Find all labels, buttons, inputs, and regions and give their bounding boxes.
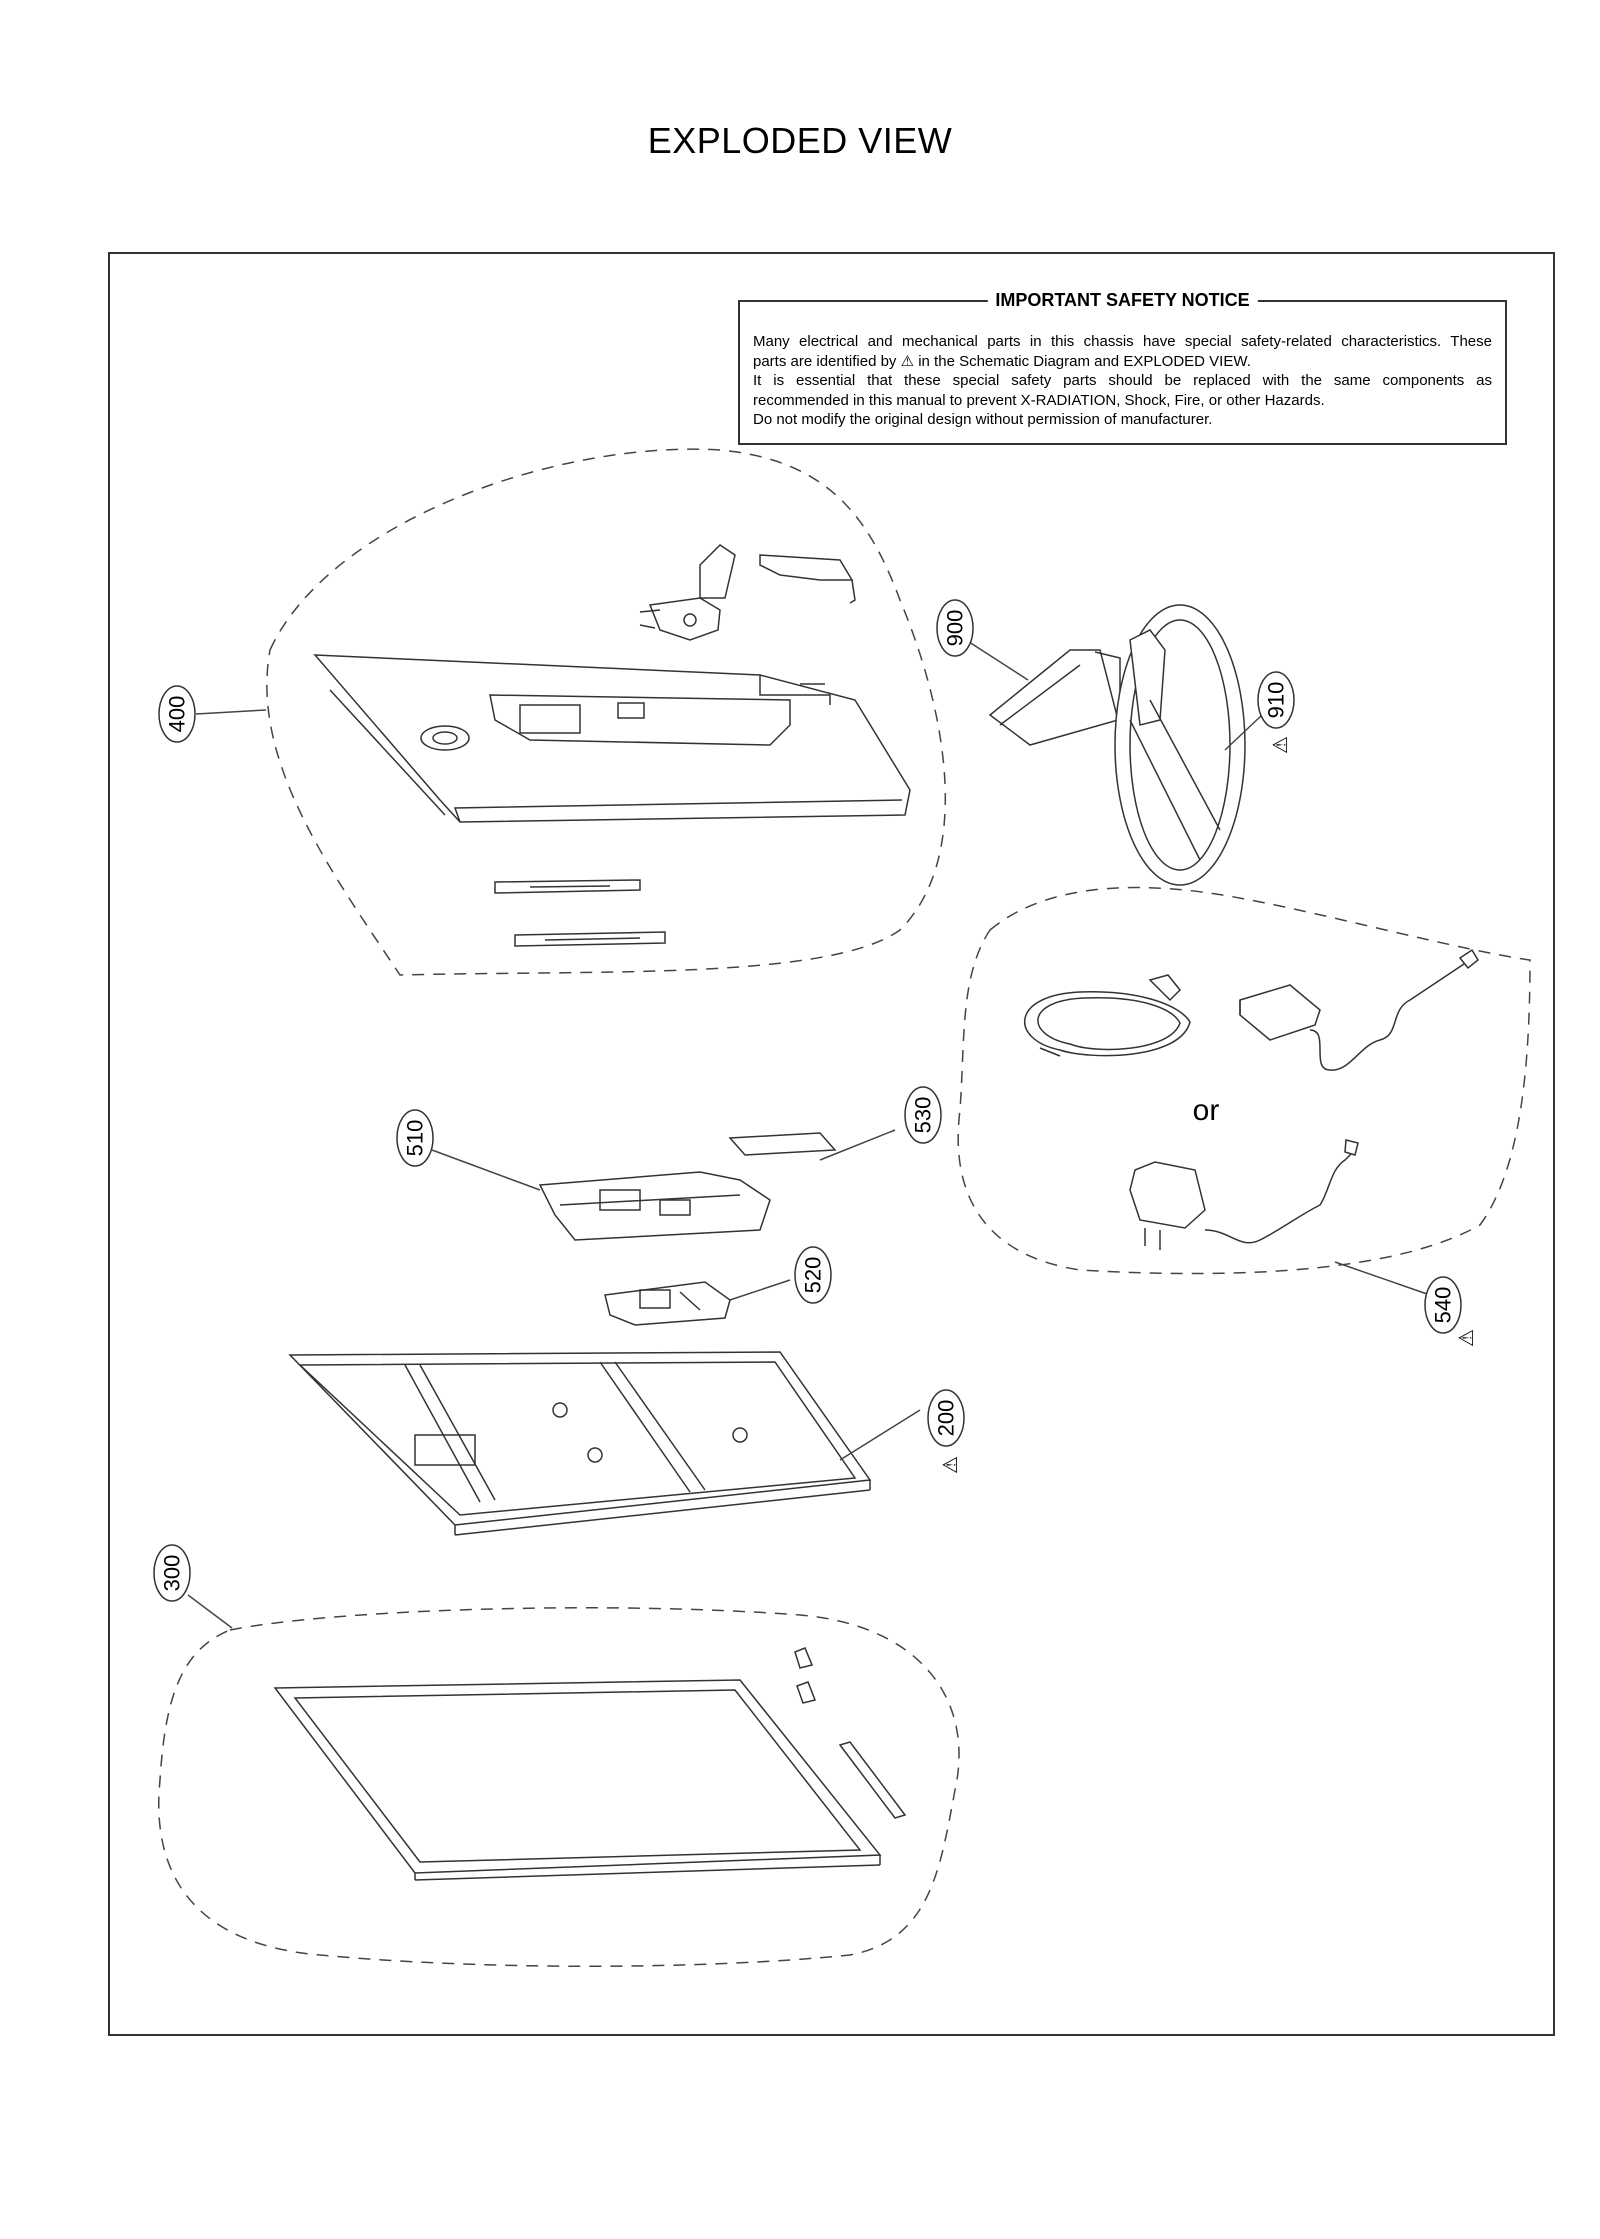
callout-300-oval [153,1544,191,1602]
group-300-boundary [158,1607,960,1967]
warning-icon-200: ⚠ [938,1456,962,1474]
safety-notice-line-pre: parts are identified by [753,352,897,370]
back-cover [313,654,911,823]
page-title: EXPLODED VIEW [647,120,953,161]
warning-icon-540: ⚠ [1454,1329,1478,1347]
safety-notice-heading: IMPORTANT SAFETY NOTICE [987,290,1258,311]
main-board [538,1171,771,1241]
power-cord [1023,974,1191,1057]
leader-900 [965,639,1029,681]
callout-200-oval [927,1389,965,1447]
front-bezel [273,1679,882,1881]
safety-notice-line-post: in the Schematic Diagram and EXPLODED VI… [918,352,1251,370]
callout-400: 400 [165,696,190,733]
leader-530 [819,1129,896,1161]
callout-910: 910 [1264,682,1289,719]
middle-frame [288,1351,872,1536]
callout-900-oval [936,599,974,657]
leader-510 [431,1149,541,1191]
power-board [604,1281,731,1326]
callout-530-oval [904,1086,942,1144]
callout-540: 540 [1431,1287,1456,1324]
callout-540-oval [1424,1276,1462,1334]
small-clip-upper [794,1647,814,1669]
key-board [838,1741,907,1819]
safety-notice-box: IMPORTANT SAFETY NOTICE Many electrical … [738,290,1507,445]
callout-510-oval [396,1109,434,1167]
leader-300 [187,1594,233,1629]
wall-adapter [1129,1139,1359,1250]
warning-icon-910: ⚠ [1268,736,1292,754]
safety-notice-line: Do not modify the original design withou… [753,411,1213,428]
warning-triangle-icon: ⚠ [900,352,915,370]
safety-notice-line: Many electrical and mechanical parts in … [753,333,1492,350]
leader-200 [839,1409,921,1461]
leader-520 [729,1279,791,1301]
bracket-lower [514,931,666,947]
callout-400-oval [158,685,196,743]
callout-530: 530 [911,1097,936,1134]
stand-neck [988,649,1121,746]
or-label: or [1193,1094,1220,1127]
group-400-boundary [266,448,947,976]
power-adapter [1239,948,1479,1071]
safety-notice-line: parts are identified by ⚠ in the Schemat… [753,352,1492,372]
stand-base [1114,604,1246,886]
callout-520-oval [794,1246,832,1304]
callout-520: 520 [801,1257,826,1294]
callout-200: 200 [934,1400,959,1437]
shield-plate [728,1132,837,1156]
safety-notice-body: Many electrical and mechanical parts in … [753,332,1492,430]
callout-300: 300 [160,1555,185,1592]
stand-hinge [639,544,736,641]
safety-notice-line: It is essential that these special safet… [753,372,1492,389]
callout-910-oval [1257,671,1295,729]
callout-900: 900 [943,610,968,647]
leader-400 [195,709,267,715]
leader-540 [1334,1261,1431,1296]
hinge-cover [759,554,856,604]
leader-910 [1224,714,1263,751]
safety-notice-line: recommended in this manual to prevent X-… [753,391,1325,409]
group-540-boundary [957,886,1531,1275]
diagram-frame [108,252,1555,2036]
callout-510: 510 [403,1120,428,1157]
small-clip-lower [796,1681,817,1704]
bracket-upper [494,879,641,894]
